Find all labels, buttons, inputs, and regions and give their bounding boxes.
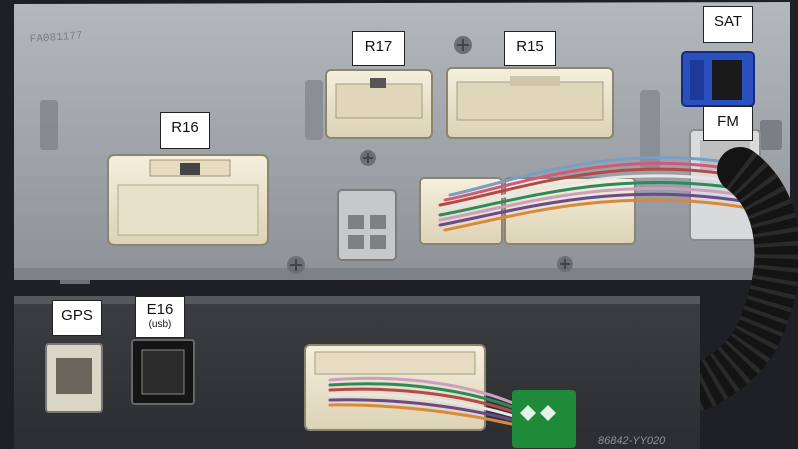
r15-connector xyxy=(446,67,614,139)
lower-wire-bundle xyxy=(328,376,522,428)
harness-tag-text: 86842-YY020 xyxy=(598,435,666,447)
label-r16: R16 xyxy=(160,112,210,149)
green-tag xyxy=(512,390,576,448)
gps-socket xyxy=(45,343,103,413)
grey-connector xyxy=(337,189,397,261)
chassis-screws xyxy=(287,36,573,274)
label-r17-text: R17 xyxy=(364,38,393,55)
label-fm: FM xyxy=(703,106,753,141)
upper-wire-bundle xyxy=(438,156,762,232)
label-r17: R17 xyxy=(352,31,405,66)
label-e16-subtext: (usb) xyxy=(148,319,172,331)
label-r15-text: R15 xyxy=(516,38,544,55)
label-e16: E16 (usb) xyxy=(135,296,185,338)
label-r15: R15 xyxy=(504,31,556,66)
plugged-connectors xyxy=(419,177,636,245)
sat-socket xyxy=(681,51,755,107)
label-gps-text: GPS xyxy=(61,307,93,324)
label-e16-text: E16 xyxy=(146,301,174,318)
lower-connector xyxy=(304,344,486,431)
r16-connector xyxy=(107,154,269,246)
serial-engraving: FA081177 xyxy=(29,30,83,46)
label-gps: GPS xyxy=(52,300,102,336)
r17-connector xyxy=(325,69,433,139)
label-r16-text: R16 xyxy=(171,119,199,136)
label-sat: SAT xyxy=(703,6,753,43)
usb-socket xyxy=(131,339,195,405)
label-fm-text: FM xyxy=(717,113,739,130)
label-sat-text: SAT xyxy=(713,13,743,30)
